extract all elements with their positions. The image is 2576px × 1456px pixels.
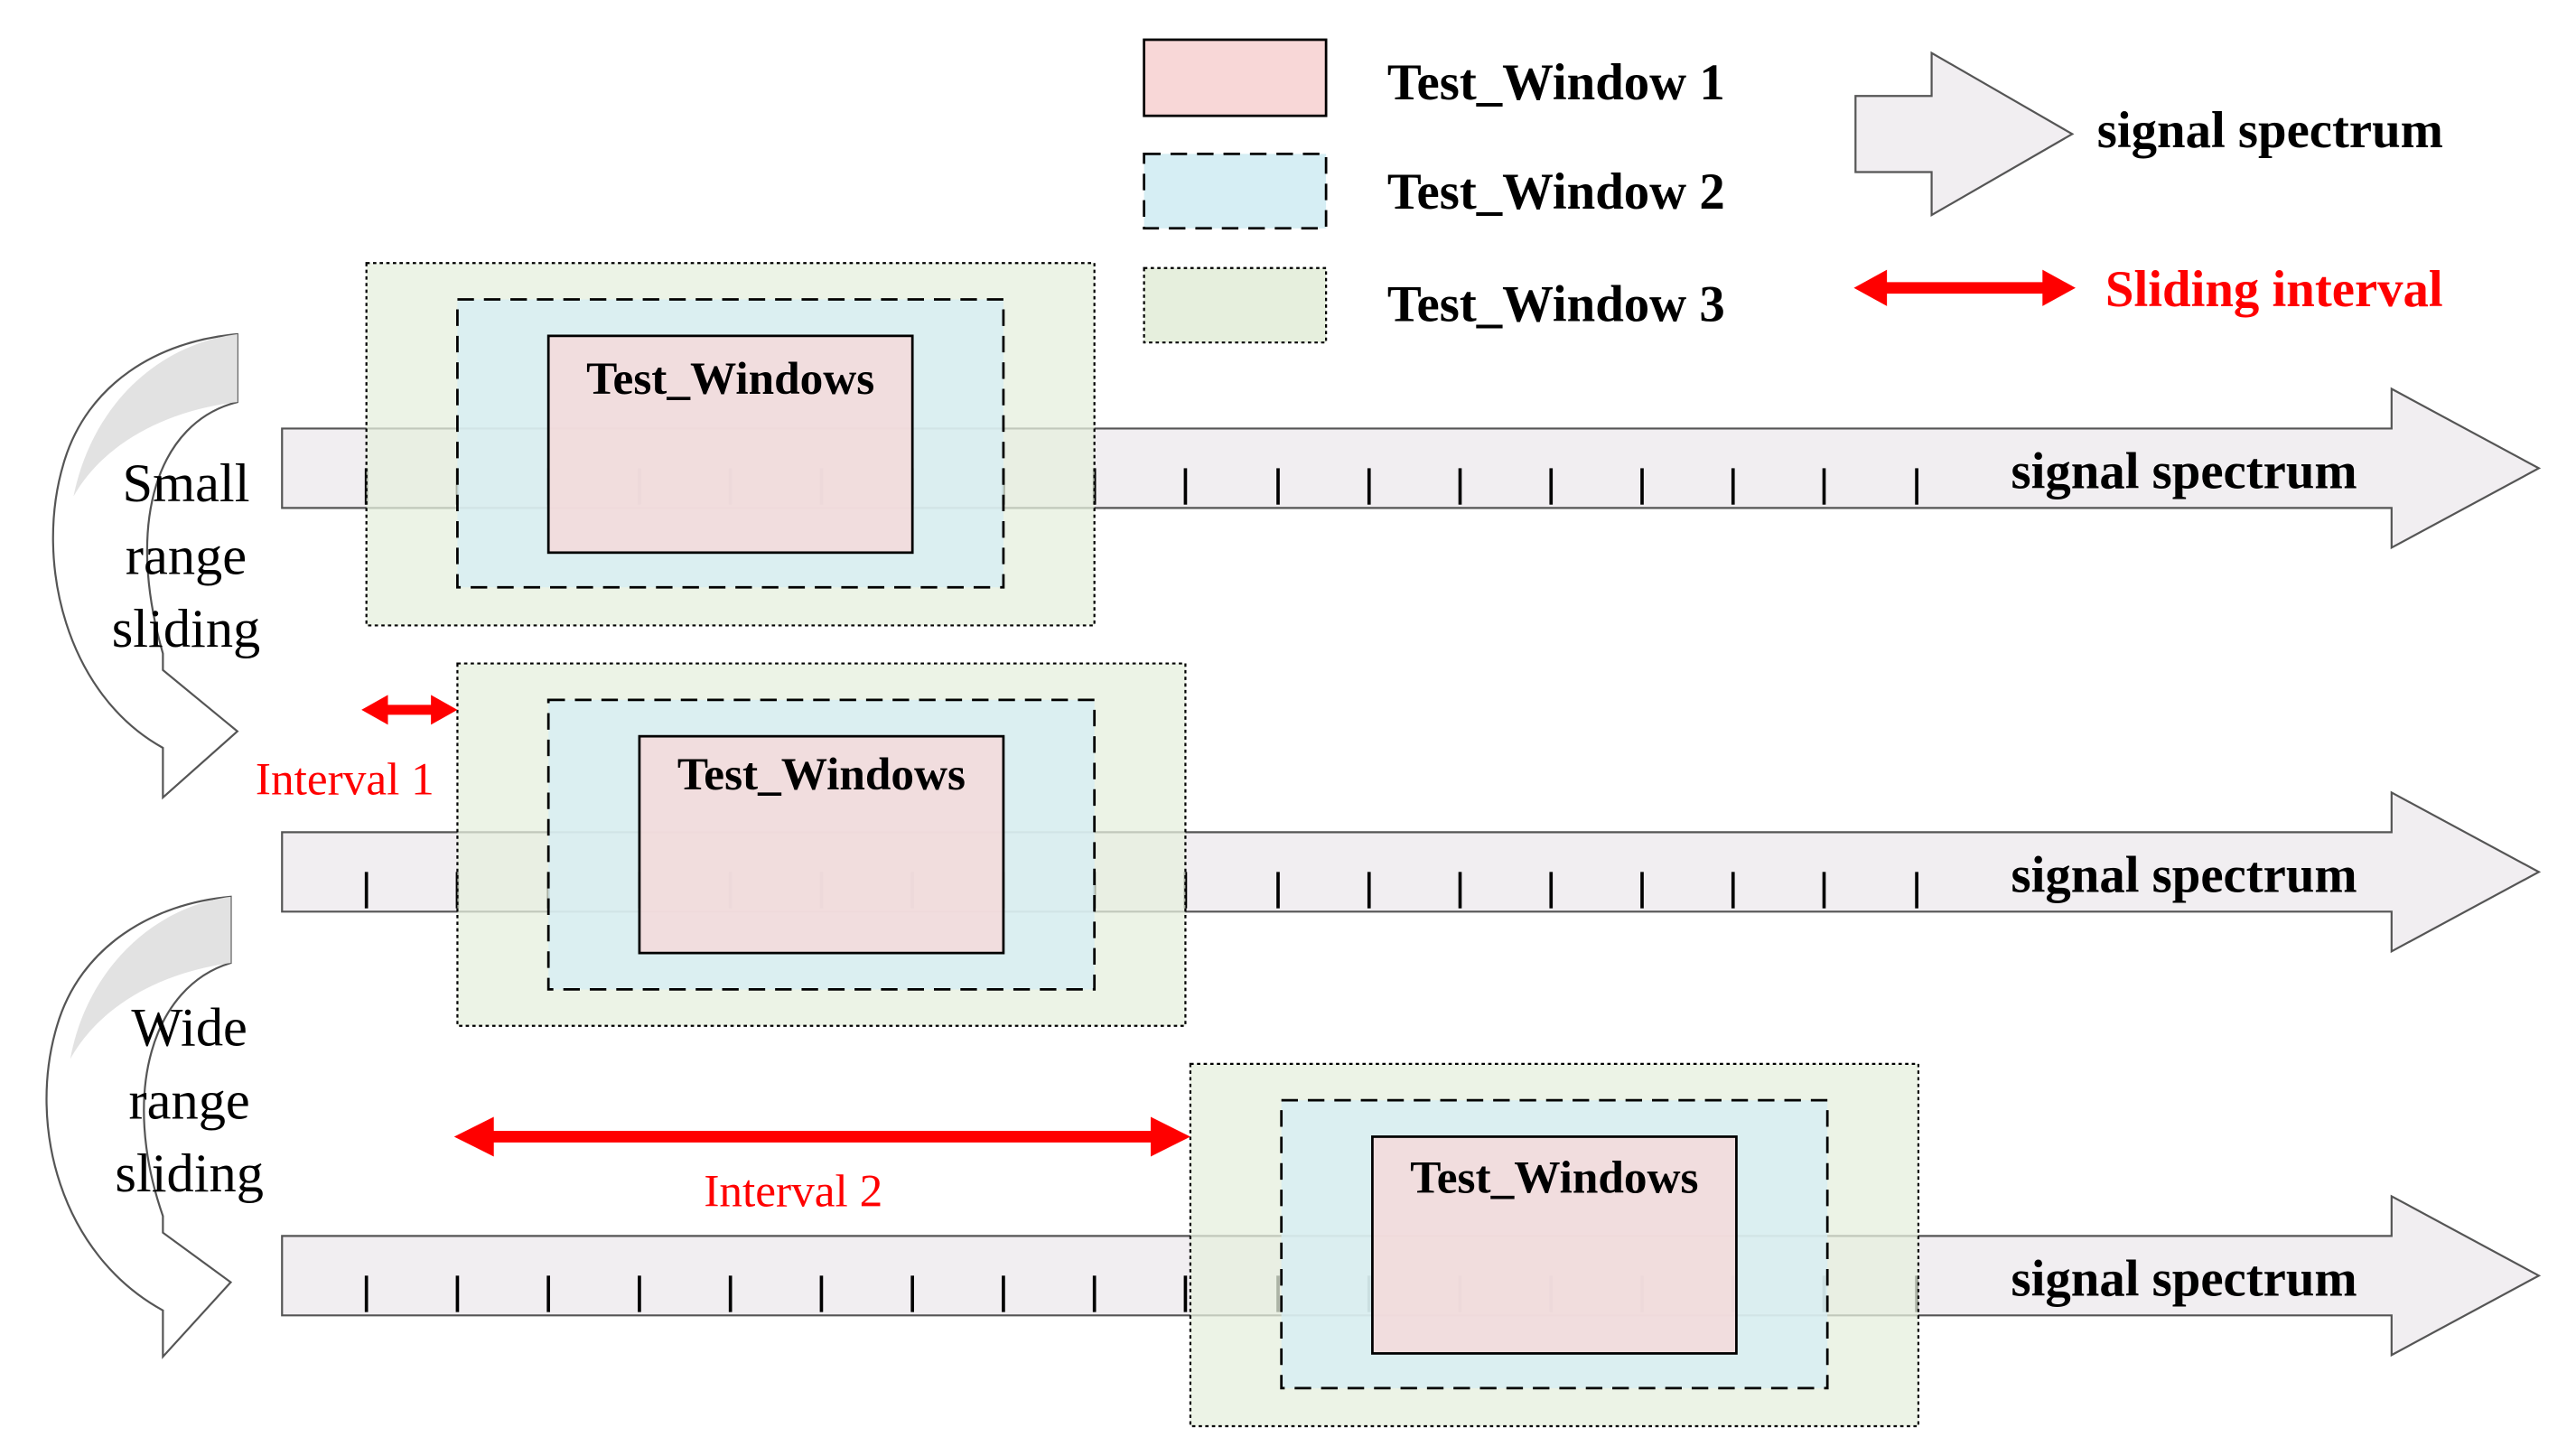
row-1: signal spectrum Test_Windows [281, 262, 2542, 627]
test-windows-label: Test_Windows [677, 749, 966, 800]
test-windows-label: Test_Windows [1410, 1153, 1698, 1204]
legend-window2-swatch [1143, 152, 1328, 230]
interval-2-arrow-icon [453, 1116, 1190, 1157]
row-2: signal spectrum Test_Windows [281, 662, 2542, 1027]
legend-window3-label: Test_Window 3 [1387, 275, 1725, 332]
legend-interval-label: Sliding interval [2105, 261, 2443, 318]
test-windows-label: Test_Windows [586, 353, 874, 405]
wide-range-line-3: sliding [115, 1143, 264, 1204]
spectrum-label: signal spectrum [2011, 1250, 2357, 1307]
test-window-1 [638, 734, 1005, 955]
small-range-label: Small range sliding [112, 453, 261, 659]
wide-range-line-1: Wide [131, 998, 247, 1059]
small-range-line-2: range [126, 527, 247, 587]
test-window-1 [1371, 1135, 1738, 1355]
spectrum-label: signal spectrum [2011, 443, 2357, 499]
spectrum-label: signal spectrum [2011, 846, 2357, 903]
legend-window3-swatch [1143, 266, 1328, 344]
row-3: signal spectrum Test_Windows [281, 1062, 2542, 1428]
small-range-line-3: sliding [112, 599, 261, 659]
legend-spectrum-arrow-icon [1854, 51, 2075, 218]
test-window-1 [546, 334, 914, 555]
interval-2-label: Interval 2 [704, 1165, 882, 1217]
legend-window2-label: Test_Window 2 [1387, 163, 1725, 220]
wide-range-arrow-shade [70, 896, 231, 1059]
legend-interval-arrow-icon [1853, 269, 2076, 306]
legend-spectrum-label: signal spectrum [2097, 102, 2443, 159]
legend-window1-label: Test_Window 1 [1387, 54, 1725, 111]
small-range-arrow-shade [73, 334, 238, 497]
legend: Test_Window 1 Test_Window 2 Test_Window … [1143, 38, 2443, 344]
interval-1-arrow-icon [361, 695, 458, 725]
wide-range-label: Wide range sliding [115, 998, 264, 1204]
interval-1-label: Interval 1 [256, 753, 434, 805]
small-range-line-1: Small [122, 453, 249, 514]
wide-range-line-2: range [129, 1070, 250, 1131]
legend-window1-swatch [1143, 38, 1328, 117]
